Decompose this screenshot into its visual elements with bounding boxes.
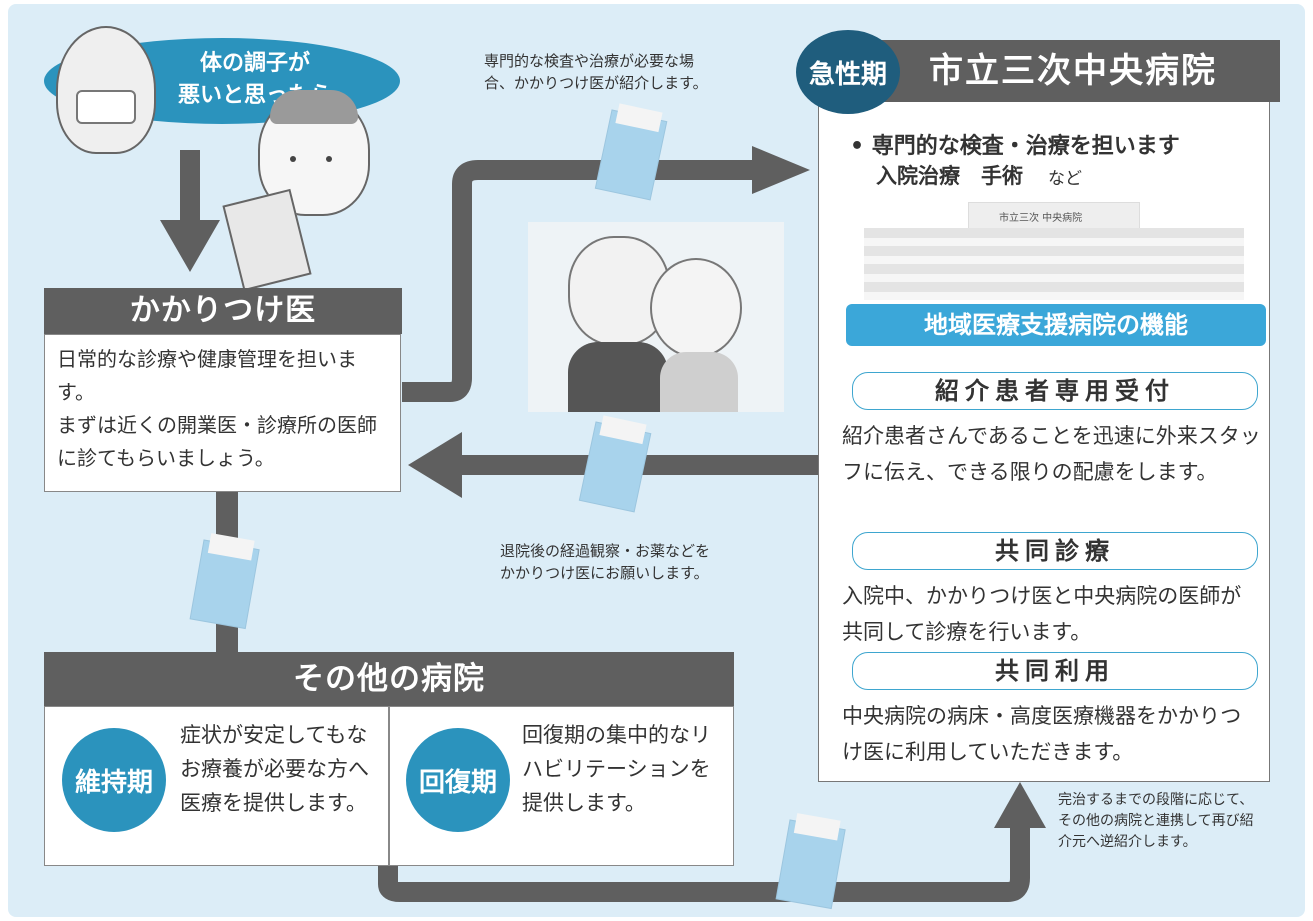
- arrow-return-head: [408, 432, 462, 498]
- family-doctor-box: 日常的な診療や健康管理を担います。 まずは近くの開業医・診療所の医師に診てもらい…: [44, 334, 401, 492]
- recovery-text: 回復期の集中的なリハビリテーションを提供します。: [522, 723, 711, 815]
- arrow-referral-path: [402, 160, 760, 402]
- central-hospital-title: 市立三次中央病院: [846, 40, 1280, 102]
- function-text-3: 中央病院の病床・高度医療機器をかかりつけ医に利用していただきます。: [842, 704, 1242, 764]
- letter-icon-3: [189, 533, 260, 630]
- central-bullet-main: • 専門的な検査・治療を担います: [850, 134, 1180, 159]
- arrow-down-shaft: [180, 150, 200, 230]
- recovery-badge: 回復期: [406, 728, 510, 832]
- note-return: 退院後の経過観察・お薬などをかかりつけ医にお願いします。: [500, 542, 711, 582]
- elderly-woman-body: [660, 352, 738, 412]
- maintenance-badge: 維持期: [62, 728, 166, 832]
- mask-icon: [76, 90, 136, 124]
- other-hospitals-title: その他の病院: [44, 652, 734, 706]
- function-title-1: 紹介患者専用受付: [852, 372, 1258, 410]
- letter-icon-2: [578, 415, 652, 513]
- arrow-reverse-head-right: [994, 782, 1046, 828]
- note-referral: 専門的な検査や治療が必要な場合、かかりつけ医が紹介します。: [484, 52, 708, 92]
- doctor-hair: [270, 90, 358, 124]
- acute-phase-badge: 急性期: [796, 30, 900, 114]
- note-reverse: 完治するまでの段階に応じて、その他の病院と連携して再び紹介元へ逆紹介します。: [1058, 792, 1254, 850]
- hospital-building-body: [864, 228, 1244, 300]
- central-bullet-sub-small: など: [1048, 169, 1082, 189]
- hospital-building-top: 市立三次 中央病院: [968, 202, 1140, 230]
- other-hospitals-divider: [388, 707, 390, 865]
- letter-icon-1: [594, 103, 668, 201]
- function-title-2: 共同診療: [852, 532, 1258, 570]
- arrow-referral-head: [752, 146, 810, 194]
- letter-icon-4: [775, 813, 846, 910]
- family-doctor-text: 日常的な診療や健康管理を担います。 まずは近くの開業医・診療所の医師に診てもらい…: [57, 347, 377, 470]
- arrow-down-head: [160, 220, 220, 272]
- building-sign: 市立三次 中央病院: [999, 213, 1083, 224]
- elderly-woman-face: [650, 258, 742, 358]
- patient-bubble-text: 体の調子が 悪いと思ったら: [177, 51, 332, 108]
- function-label: 地域医療支援病院の機能: [846, 304, 1266, 346]
- family-doctor-title: かかりつけ医: [44, 288, 402, 334]
- function-title-3: 共同利用: [852, 652, 1258, 690]
- elderly-couple-illustration: [528, 222, 784, 412]
- function-text-2: 入院中、かかりつけ医と中央病院の医師が共同して診療を行います。: [842, 584, 1242, 644]
- elderly-man-body: [568, 342, 668, 412]
- function-text-1: 紹介患者さんであることを迅速に外来スタッフに伝え、できる限りの配慮をします。: [842, 424, 1261, 484]
- maintenance-text: 症状が安定してもなお療養が必要な方へ医療を提供します。: [180, 723, 369, 815]
- letter-icons: [189, 103, 846, 910]
- sick-patient-illustration: [56, 26, 156, 154]
- arrow-reverse-path: [378, 780, 1030, 902]
- central-bullet-sub: 入院治療 手術: [876, 164, 1023, 188]
